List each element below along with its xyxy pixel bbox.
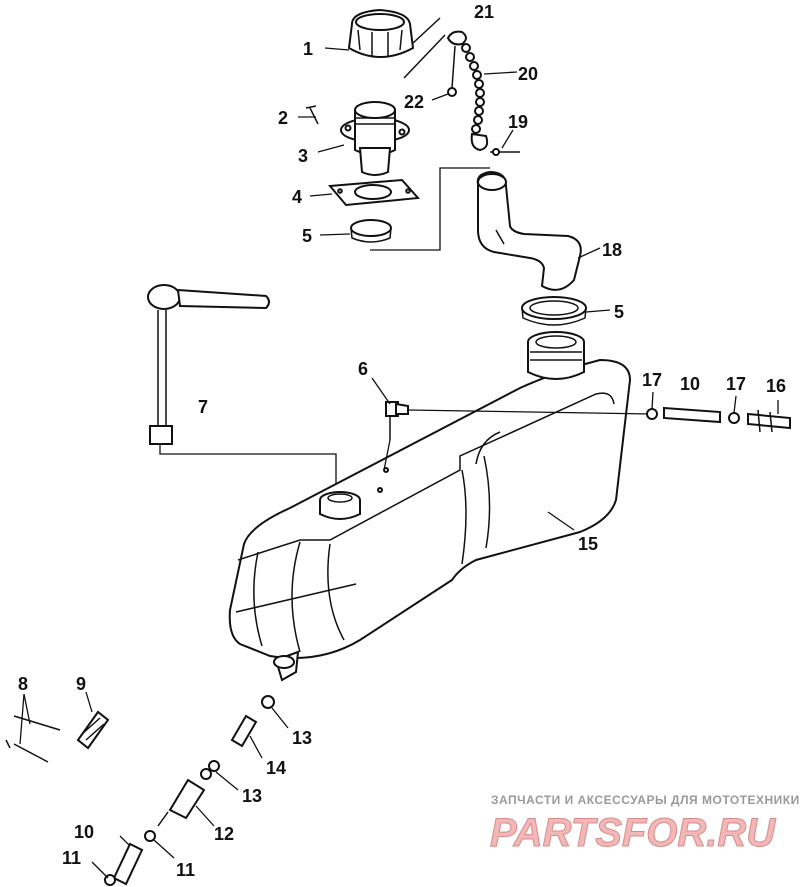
fuel-gauge bbox=[147, 284, 337, 492]
callout-2: 2 bbox=[278, 108, 288, 128]
callout-17-left: 17 bbox=[642, 370, 662, 390]
watermark-brand: PARTSFOR.RU bbox=[490, 811, 776, 855]
callout-19: 19 bbox=[508, 112, 528, 132]
callout-labels: 1 2 3 4 5 5 6 7 8 9 10 10 11 11 12 13 13… bbox=[18, 2, 786, 880]
callout-13-upper: 13 bbox=[292, 728, 312, 748]
watermark: ЗАПЧАСТИ И АКСЕССУАРЫ ДЛЯ МОТОТЕХНИКИ PA… bbox=[490, 793, 800, 856]
filler-hose bbox=[476, 170, 582, 291]
callout-16: 16 bbox=[766, 376, 786, 396]
callout-10-left: 10 bbox=[74, 822, 94, 842]
callout-14: 14 bbox=[266, 758, 286, 778]
callout-13-lower: 13 bbox=[242, 786, 262, 806]
gasket bbox=[327, 178, 421, 207]
fuel-line-parts bbox=[104, 695, 275, 886]
callout-10-right: 10 bbox=[680, 374, 700, 394]
callout-20: 20 bbox=[518, 64, 538, 84]
callout-5-lower: 5 bbox=[614, 302, 624, 322]
hose-clamp-lower bbox=[521, 296, 587, 326]
callout-6: 6 bbox=[358, 359, 368, 379]
callout-22: 22 bbox=[404, 92, 424, 112]
hose-clamp-upper bbox=[350, 219, 392, 243]
callout-3: 3 bbox=[298, 146, 308, 166]
vent-fitting bbox=[383, 401, 653, 471]
screw bbox=[305, 105, 319, 125]
fuel-tank bbox=[228, 331, 632, 682]
callout-12: 12 bbox=[214, 824, 234, 844]
filler-neck bbox=[340, 101, 410, 176]
callout-1: 1 bbox=[303, 39, 313, 59]
callout-11-right: 11 bbox=[176, 860, 195, 880]
callout-8: 8 bbox=[18, 674, 28, 694]
callout-11-left: 11 bbox=[62, 848, 81, 868]
callout-15: 15 bbox=[578, 534, 598, 554]
callout-18: 18 bbox=[602, 240, 622, 260]
callout-17-right: 17 bbox=[726, 374, 746, 394]
watermark-subtitle: ЗАПЧАСТИ И АКСЕССУАРЫ ДЛЯ МОТОТЕХНИКИ bbox=[491, 793, 800, 807]
vent-line-parts bbox=[646, 406, 791, 433]
callout-4: 4 bbox=[292, 187, 302, 207]
callout-7: 7 bbox=[198, 397, 208, 417]
fuel-cap bbox=[347, 8, 446, 79]
leader-lines bbox=[19, 47, 779, 879]
callout-5-upper: 5 bbox=[302, 226, 312, 246]
pin bbox=[490, 148, 520, 156]
tether-chain bbox=[446, 30, 489, 152]
callout-21: 21 bbox=[474, 2, 494, 22]
clips-and-spring bbox=[5, 710, 110, 763]
callout-9: 9 bbox=[76, 674, 86, 694]
